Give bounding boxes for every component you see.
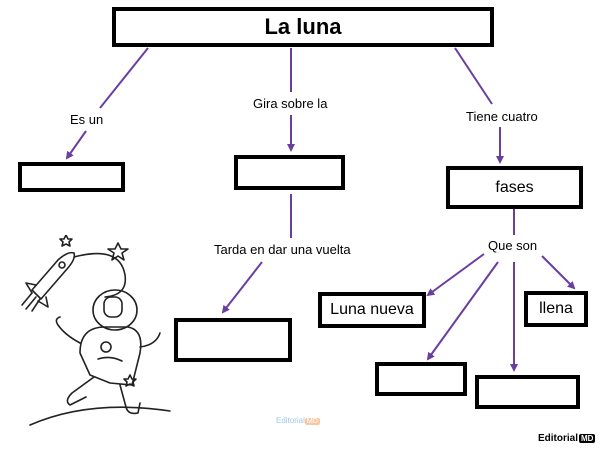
label-es-un: Es un [70, 112, 104, 127]
phase-llena: llena [539, 300, 573, 317]
title-box: La luna [112, 7, 494, 47]
phase-box-3[interactable] [475, 375, 580, 409]
phase-box-2[interactable] [375, 362, 467, 396]
arrow-to-llena [541, 255, 576, 290]
arrow-to-tarda-box [221, 261, 263, 314]
rocket-icon [21, 251, 76, 312]
page-title: La luna [264, 14, 342, 39]
star-icons [59, 235, 137, 387]
answer-box-tarda[interactable] [174, 318, 292, 362]
label-gira-sobre-la: Gira sobre la [253, 96, 328, 111]
arrow-to-left-box [65, 130, 87, 160]
answer-fases: fases [495, 178, 534, 196]
watermark-text: Editorial [276, 416, 305, 425]
phase-luna-nueva: Luna nueva [330, 301, 414, 318]
arrow-to-luna-nueva [426, 253, 485, 297]
moon-ground [29, 406, 171, 426]
line-title-to-tiene [454, 47, 493, 105]
phase-box-luna-nueva: Luna nueva [318, 292, 426, 328]
arrow-to-phase-2 [426, 261, 499, 361]
answer-box-gira-sobre-la[interactable] [234, 155, 345, 190]
label-tarda: Tarda en dar una vuelta [214, 242, 351, 257]
answer-box-fases: fases [446, 166, 583, 209]
label-que-son: Que son [488, 238, 538, 253]
watermark-mark: MD [304, 418, 320, 425]
astronaut-rocket-icon [21, 235, 171, 426]
label-tiene-cuatro: Tiene cuatro [466, 109, 538, 124]
phase-box-llena: llena [524, 291, 588, 327]
line-title-to-es-un [99, 47, 149, 109]
answer-box-es-un[interactable] [18, 162, 125, 192]
astronaut-icon [55, 289, 161, 415]
brand-mark: MD [579, 434, 596, 443]
brand-text: Editorial [538, 433, 579, 444]
